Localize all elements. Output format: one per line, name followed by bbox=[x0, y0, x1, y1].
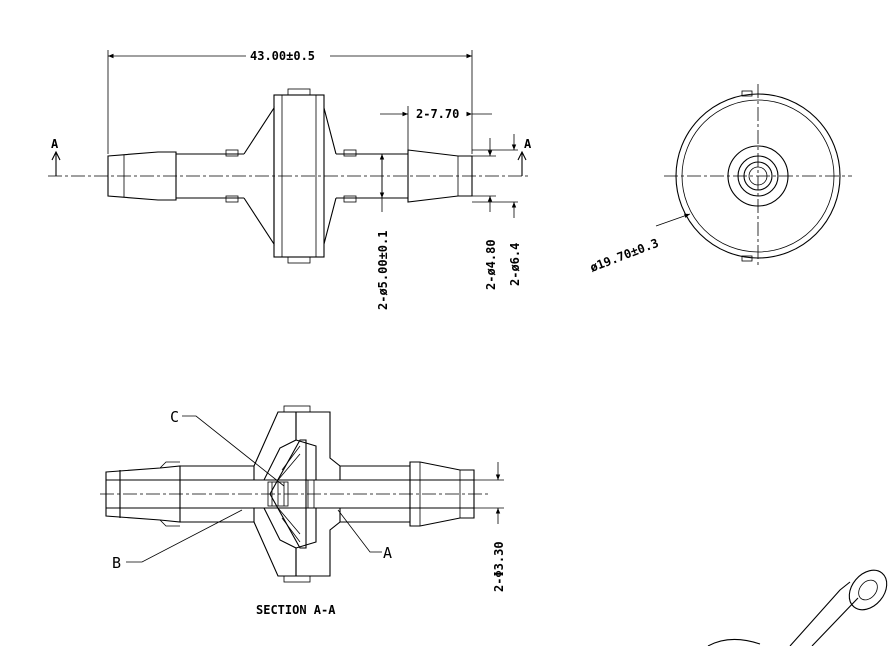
label-c: C bbox=[170, 408, 179, 426]
end-view: ø19.70±0.3 bbox=[588, 84, 852, 275]
barb-large-diameter-dimension: 2-ø6.4 bbox=[508, 243, 522, 286]
section-view: C B A 2-Φ3.30 SECTION A-A bbox=[100, 405, 506, 617]
isometric-view-fragment bbox=[707, 569, 888, 646]
section-marker-right: A bbox=[524, 137, 532, 151]
barb-length-dimension: 2-7.70 bbox=[416, 107, 459, 121]
bore-diameter-dimension: 2-Φ3.30 bbox=[492, 541, 506, 592]
section-title: SECTION A-A bbox=[256, 603, 336, 617]
label-b: B bbox=[112, 554, 121, 572]
label-a: A bbox=[383, 544, 392, 562]
flange-diameter-dimension: ø19.70±0.3 bbox=[588, 236, 660, 275]
body-diameter-dimension: 2-ø5.00±0.1 bbox=[376, 231, 390, 310]
section-marker-left: A bbox=[51, 137, 59, 151]
overall-length-dimension: 43.00±0.5 bbox=[250, 49, 315, 63]
barb-small-diameter-dimension: 2-ø4.80 bbox=[484, 239, 498, 290]
side-view: A A 43.00±0.5 2-7.70 2-ø5.00±0.1 2-ø4.80… bbox=[48, 46, 532, 310]
